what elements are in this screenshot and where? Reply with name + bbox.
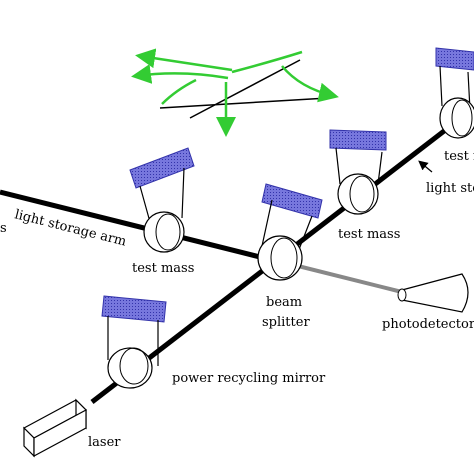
power-recycling-mirror-label: power recycling mirror	[172, 371, 326, 386]
mirror-pad	[329, 129, 387, 151]
beam-splitter	[257, 183, 323, 281]
test-mass-center	[329, 129, 387, 215]
test-mass-center-label: test mass	[338, 227, 400, 242]
photodetector-label: photodetector	[382, 317, 474, 332]
left-arm-beam	[0, 189, 281, 265]
detector-beam	[281, 260, 403, 294]
wave-axis-line-1	[159, 97, 329, 109]
wave-curve-bottom-left	[161, 78, 197, 105]
beam-splitter-label-line2: splitter	[262, 315, 310, 330]
wave-axis-line-2	[189, 59, 301, 119]
beam-splitter-label-line1: beam	[266, 295, 302, 310]
mirror-pad	[261, 183, 323, 219]
light-storage-arm-label: light storage arm	[13, 207, 128, 249]
test-mass-left	[129, 147, 195, 253]
light-storage-pointer-arrow	[418, 160, 433, 173]
test-mass-left-label: test mass	[132, 261, 194, 276]
wave-curve-left	[131, 64, 229, 84]
test-mass-right	[435, 47, 474, 139]
laser-label: laser	[88, 435, 121, 450]
edge-fragment-label: s	[0, 221, 7, 236]
wave-curve-top-right	[231, 50, 303, 74]
photodetector	[397, 273, 469, 313]
light-storage-right-label: light sto	[426, 181, 474, 196]
mirror-pad	[101, 295, 167, 323]
gravitational-wave-arrows	[131, 48, 339, 137]
mirror-pad	[129, 147, 195, 189]
wave-curve-top-left	[135, 48, 233, 72]
mirror-pad	[435, 47, 474, 71]
wave-curve-right	[281, 65, 339, 103]
power-recycling-mirror	[101, 295, 167, 389]
test-mass-right-label: test m	[444, 149, 474, 164]
laser	[23, 398, 87, 458]
